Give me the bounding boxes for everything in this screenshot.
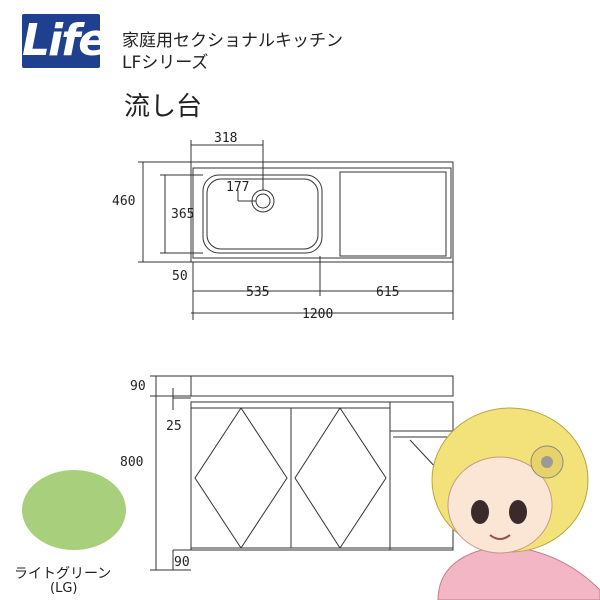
life-logo: Life (22, 14, 108, 68)
dim-318: 318 (214, 131, 237, 146)
color-label: ライトグリーン (14, 566, 112, 582)
color-swatch-light-green (22, 470, 126, 550)
dim-1200: 1200 (302, 307, 333, 322)
dim-90-top: 90 (130, 379, 146, 394)
dim-615: 615 (376, 285, 399, 300)
series-title: 家庭用セクショナルキッチン (122, 31, 343, 51)
dim-90-bottom: 90 (174, 555, 190, 570)
dim-25: 25 (166, 419, 182, 434)
dim-800: 800 (120, 455, 143, 470)
product-name: 流し台 (124, 92, 203, 122)
dim-535: 535 (246, 285, 269, 300)
color-code: (LG) (50, 581, 78, 596)
mascot-illustration (431, 407, 600, 600)
series-subtitle: LFシリーズ (122, 53, 209, 73)
top-view-sink (190, 161, 454, 263)
dim-177: 177 (226, 180, 249, 195)
front-view-cabinet (190, 375, 454, 551)
dim-365: 365 (171, 207, 194, 222)
dim-50: 50 (172, 269, 188, 284)
dim-460: 460 (112, 194, 135, 209)
